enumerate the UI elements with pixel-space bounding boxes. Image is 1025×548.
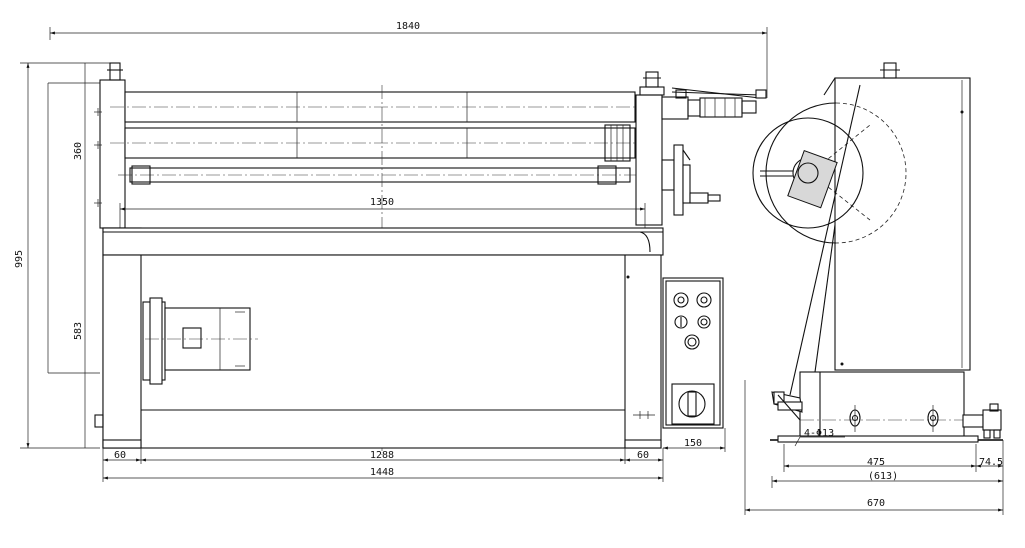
dim-label-60-right: 60 xyxy=(637,450,649,461)
push-button-icon xyxy=(696,292,712,308)
side-dims: 475 74.5 (613) 670 xyxy=(744,380,1004,515)
right-adjust-screw xyxy=(645,71,659,88)
dim-label-mounting-holes: 4-Φ13 xyxy=(804,428,834,439)
dim-label-1288: 1288 xyxy=(370,450,394,461)
rear-roll xyxy=(118,165,660,185)
dim-label-1840: 1840 xyxy=(396,21,420,32)
dim-label-670: 670 xyxy=(867,498,885,509)
dim-label-360: 360 xyxy=(73,142,84,160)
dim-front-height: 995 xyxy=(14,62,118,449)
dim-label-1448: 1448 xyxy=(370,467,394,478)
control-box xyxy=(662,277,724,429)
dim-feet: 60 1288 60 150 1448 xyxy=(102,428,726,482)
side-base xyxy=(799,371,965,441)
handwheel-icon xyxy=(661,144,721,216)
left-adjust-screw xyxy=(109,62,121,81)
dim-label-613: (613) xyxy=(868,471,898,482)
right-side-plate xyxy=(635,94,663,226)
side-right-bracket xyxy=(962,403,1002,439)
front-view: 1840 995 360 583 xyxy=(14,21,768,482)
push-button-icon xyxy=(674,315,688,329)
dim-label-150: 150 xyxy=(684,438,702,449)
dim-base-height: 360 583 xyxy=(47,63,100,448)
lower-roll xyxy=(110,124,648,162)
left-side-plate xyxy=(99,79,126,229)
side-foot-lever xyxy=(771,391,803,421)
dim-label-74-5: 74.5 xyxy=(979,457,1003,468)
side-view: 4-Φ13 475 74.5 (613) 670 xyxy=(744,62,1004,515)
center-marks xyxy=(94,108,102,207)
rotary-switch-icon xyxy=(678,390,706,418)
side-housing xyxy=(834,77,971,371)
push-button-icon xyxy=(673,292,689,308)
dim-label-1350: 1350 xyxy=(370,197,394,208)
push-button-icon xyxy=(697,315,711,329)
motor-icon xyxy=(142,297,258,385)
left-bolt xyxy=(94,414,104,428)
upper-roll xyxy=(110,91,648,123)
adjust-lever xyxy=(661,87,767,120)
push-button-icon xyxy=(684,334,700,350)
dim-label-995: 995 xyxy=(14,250,25,268)
right-marks xyxy=(626,275,655,419)
side-mount-holes xyxy=(849,405,939,432)
dim-label-60-left: 60 xyxy=(114,450,126,461)
dim-label-583: 583 xyxy=(73,322,84,340)
dim-label-475: 475 xyxy=(867,457,885,468)
dim-roll-length: 1350 xyxy=(119,197,646,230)
side-handwheel-icon xyxy=(752,102,907,244)
dim-front-total-width: 1840 xyxy=(49,21,768,98)
